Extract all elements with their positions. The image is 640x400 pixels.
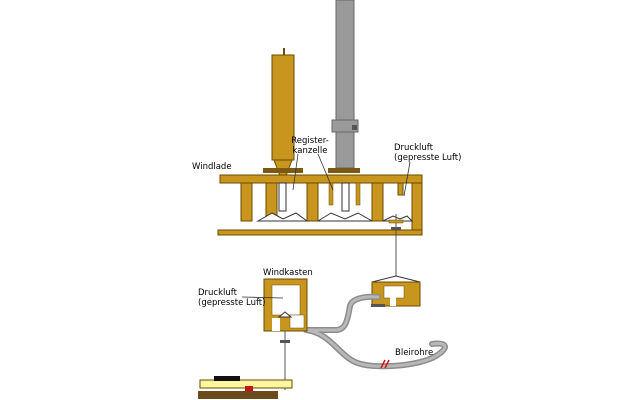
- tube-break-marks: [380, 359, 390, 369]
- wind-box: [263, 278, 308, 390]
- keyboard-key: [198, 376, 293, 399]
- label-windkasten: Windkasten: [263, 268, 313, 278]
- relay-box: [371, 281, 421, 307]
- windchest: [217, 174, 423, 236]
- wooden-pipe: [263, 48, 303, 177]
- label-registerkanzelle: Register- kanzelle: [291, 136, 329, 156]
- label-druckluft-top: Druckluft (gepresste Luft): [394, 143, 462, 163]
- metal-pipe: [328, 0, 360, 173]
- label-druckluft-bottom: Druckluft (gepresste Luft): [198, 288, 266, 308]
- pipe-feet: [278, 182, 361, 212]
- lead-tube-highlight: [304, 295, 447, 368]
- leader-lines: [241, 153, 411, 299]
- label-windlade: Windlade: [192, 162, 232, 172]
- label-bleirohre: Bleirohre: [395, 348, 434, 358]
